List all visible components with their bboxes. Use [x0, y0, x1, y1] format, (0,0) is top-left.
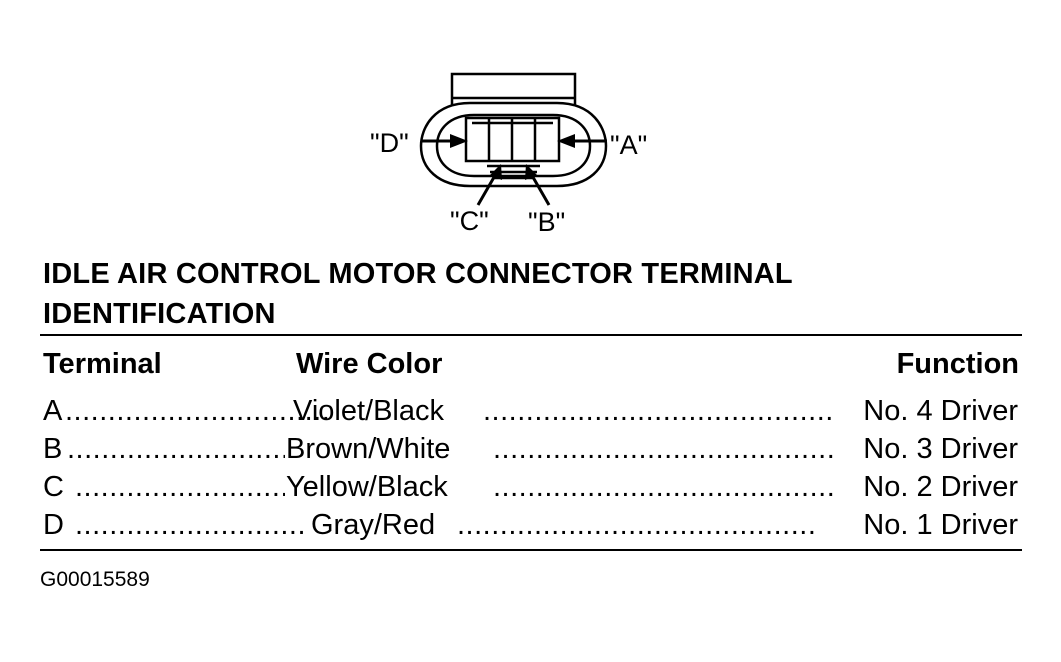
function-cell: No. 1 Driver [863, 509, 1018, 541]
connector-inner-shell [435, 113, 592, 178]
dot-leader: ........................................… [457, 509, 819, 541]
pin-label-b: "B" [528, 207, 565, 237]
terminal-cell: A [43, 395, 63, 427]
header-terminal: Terminal [43, 348, 162, 380]
function-cell: No. 3 Driver [863, 433, 1018, 465]
dot-leader: ....................................... [65, 395, 331, 427]
header-wire-color: Wire Color [296, 348, 443, 380]
arrow-a-head [557, 134, 575, 148]
table-bottom-rule [40, 549, 1022, 551]
arrow-b-head [525, 164, 537, 180]
function-cell: No. 2 Driver [863, 471, 1018, 503]
terminal-cell: C [43, 471, 64, 503]
dot-leader: ....................................... [67, 433, 285, 465]
table-row: D ......................................… [43, 506, 1018, 544]
table-row: C ......................................… [43, 468, 1018, 506]
arrow-c-head [490, 164, 502, 180]
wire-color-cell: Yellow/Black [286, 471, 448, 503]
figure-code: G00015589 [40, 568, 150, 591]
connector-outer-shell [419, 101, 608, 188]
dot-leader: ........................................… [493, 433, 835, 465]
table-row: B ......................................… [43, 430, 1018, 468]
arrow-c-shaft [476, 171, 499, 206]
pin-label-a: "A" [610, 130, 647, 160]
pin-label-d: "D" [370, 128, 409, 158]
diagram-title-line-2: IDENTIFICATION [43, 298, 276, 330]
table-top-rule [40, 334, 1022, 336]
arrow-d-head [450, 134, 468, 148]
function-cell: No. 4 Driver [863, 395, 1018, 427]
dot-leader: ....................................... [75, 509, 307, 541]
dot-leader: ........................................… [483, 395, 835, 427]
connector-top-tab [450, 72, 577, 106]
table-row: A ......................................… [43, 392, 1018, 430]
terminal-cell: D [43, 509, 64, 541]
pin-label-c: "C" [450, 206, 489, 236]
diagram-title-line-1: IDLE AIR CONTROL MOTOR CONNECTOR TERMINA… [43, 258, 793, 290]
arrow-b-shaft [528, 171, 551, 206]
wire-color-cell: Brown/White [286, 433, 451, 465]
dot-leader: ........................................… [493, 471, 835, 503]
dot-leader: ....................................... [75, 471, 285, 503]
terminal-cell: B [43, 433, 63, 465]
connector-diagram: "D" "A" "C" "B" [370, 72, 647, 237]
header-function: Function [896, 348, 1019, 380]
wire-color-cell: Violet/Black [293, 395, 444, 427]
wire-color-cell: Gray/Red [311, 509, 436, 541]
